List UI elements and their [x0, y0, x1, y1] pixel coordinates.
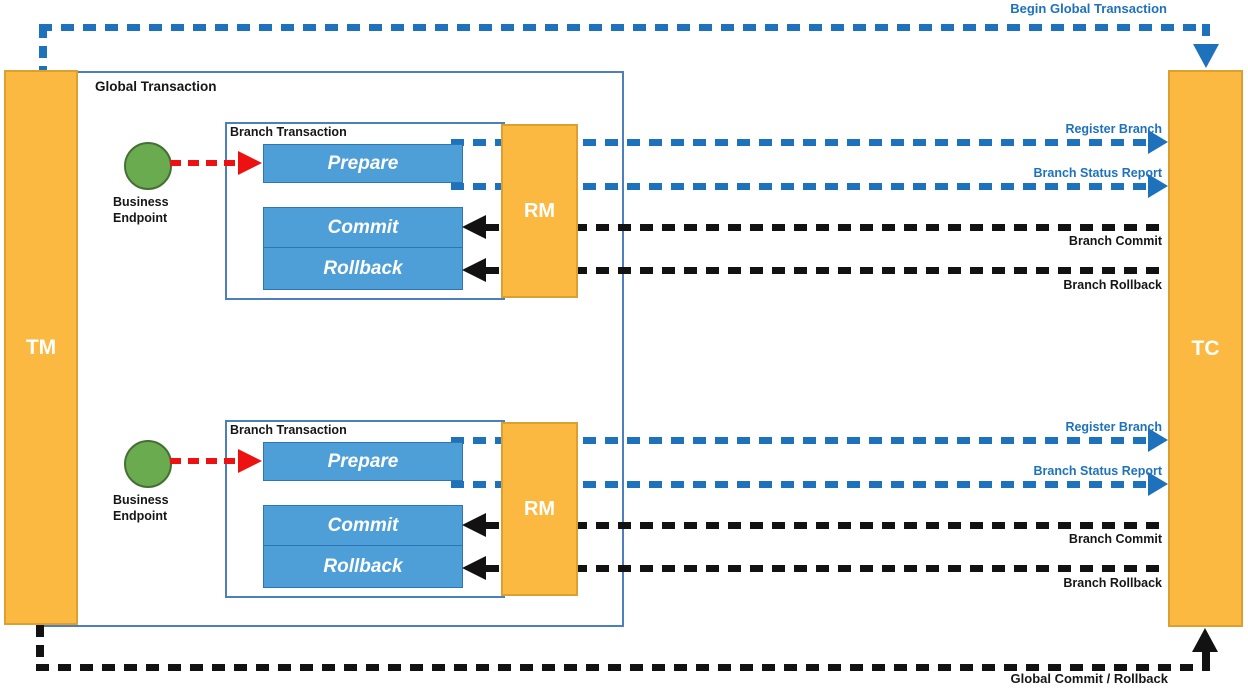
- business-call-line: [170, 458, 240, 464]
- branch-commit-line: [486, 522, 1168, 529]
- rollback-box: Rollback: [263, 247, 463, 290]
- tc-box: TC: [1168, 70, 1243, 627]
- begin-global-transaction-label: Begin Global Transaction: [1010, 1, 1167, 16]
- business-call-line: [170, 160, 240, 166]
- branch-transaction-label: Branch Transaction: [230, 423, 347, 437]
- commit-box: Commit: [263, 505, 463, 546]
- begin-global-transaction-line-elbow: [1202, 24, 1210, 46]
- branch-group-1: Branch Transaction Prepare Commit Rollba…: [0, 122, 1248, 302]
- business-endpoint-label: Business Endpoint: [113, 195, 169, 225]
- begin-global-transaction-line-start: [39, 26, 47, 70]
- branch-commit-line: [486, 224, 1168, 231]
- business-endpoint-circle: [124, 440, 172, 488]
- register-branch-arrowhead: [1148, 130, 1168, 154]
- branch-status-report-arrowhead: [1148, 472, 1168, 496]
- branch-commit-label: Branch Commit: [1068, 532, 1162, 546]
- rm-box: RM: [501, 124, 578, 298]
- branch-rollback-line: [486, 565, 1168, 572]
- begin-global-transaction-arrowhead: [1193, 44, 1219, 68]
- branch-rollback-arrowhead: [462, 556, 486, 580]
- rm-box: RM: [501, 422, 578, 596]
- branch-status-report-line: [451, 481, 1150, 488]
- register-branch-label: Register Branch: [1065, 122, 1162, 136]
- branch-commit-label: Branch Commit: [1068, 234, 1162, 248]
- branch-group-2: Branch Transaction Prepare Commit Rollba…: [0, 420, 1248, 600]
- branch-status-report-arrowhead: [1148, 174, 1168, 198]
- business-call-arrowhead: [238, 151, 262, 175]
- register-branch-line: [451, 139, 1150, 146]
- commit-box: Commit: [263, 207, 463, 248]
- branch-rollback-label: Branch Rollback: [1063, 278, 1162, 292]
- register-branch-arrowhead: [1148, 428, 1168, 452]
- global-commit-rollback-arrowhead: [1192, 628, 1218, 652]
- rollback-box: Rollback: [263, 545, 463, 588]
- business-endpoint-label: Business Endpoint: [113, 493, 169, 523]
- branch-rollback-line: [486, 267, 1168, 274]
- global-commit-rollback-label: Global Commit / Rollback: [1010, 671, 1168, 686]
- branch-rollback-label: Branch Rollback: [1063, 576, 1162, 590]
- branch-rollback-arrowhead: [462, 258, 486, 282]
- global-commit-rollback-line-elbow: [1202, 652, 1210, 668]
- global-transaction-label: Global Transaction: [95, 79, 217, 94]
- branch-status-report-line: [451, 183, 1150, 190]
- prepare-box: Prepare: [263, 144, 463, 183]
- register-branch-label: Register Branch: [1065, 420, 1162, 434]
- branch-commit-arrowhead: [462, 215, 486, 239]
- branch-status-report-label: Branch Status Report: [1033, 464, 1163, 478]
- business-endpoint-circle: [124, 142, 172, 190]
- global-commit-rollback-line: [36, 664, 1210, 671]
- branch-transaction-label: Branch Transaction: [230, 125, 347, 139]
- branch-status-report-label: Branch Status Report: [1033, 166, 1163, 180]
- begin-global-transaction-line: [39, 24, 1210, 31]
- global-commit-rollback-line-start: [36, 625, 44, 669]
- prepare-box: Prepare: [263, 442, 463, 481]
- register-branch-line: [451, 437, 1150, 444]
- business-call-arrowhead: [238, 449, 262, 473]
- tm-box: TM: [4, 70, 78, 625]
- branch-commit-arrowhead: [462, 513, 486, 537]
